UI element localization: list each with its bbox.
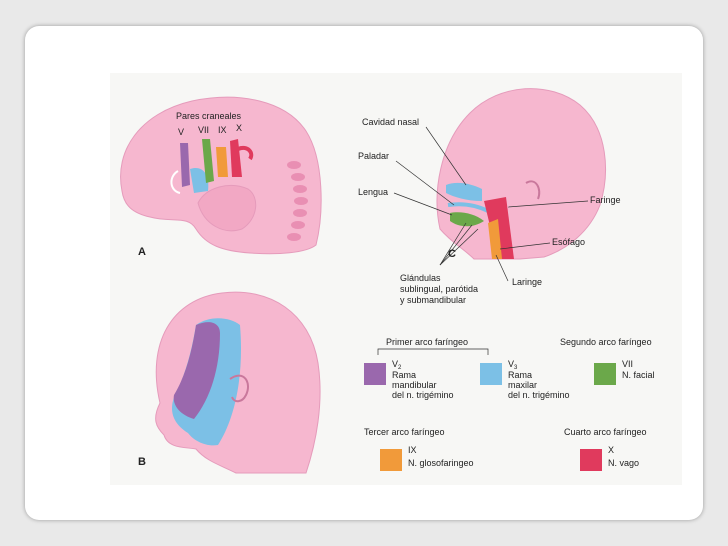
swatch-vii-green [594, 363, 616, 385]
legend: Primer arco faríngeo Segundo arco faríng… [364, 337, 655, 471]
label-glandulas-2: sublingual, parótida [400, 284, 478, 294]
label-faringe: Faringe [590, 195, 621, 205]
nerve-label-v: V [178, 127, 184, 137]
label-laringe: Laringe [512, 277, 542, 287]
legend-first-arch: Primer arco faríngeo [386, 337, 468, 347]
ix-code: IX [408, 445, 417, 455]
legend-second-arch: Segundo arco faríngeo [560, 337, 652, 347]
panel-c-head: Cavidad nasal Paladar Lengua Faringe Esó… [358, 88, 621, 305]
v3-line2: maxilar [508, 380, 537, 390]
pharynx-red [484, 197, 514, 259]
x-code: X [608, 445, 614, 455]
vii-code: VII [622, 359, 633, 369]
ix-line1: N. glosofaringeo [408, 458, 474, 468]
x-line1: N. vago [608, 458, 639, 468]
v2-line1: Rama [392, 370, 416, 380]
nerve-x-branch [237, 146, 254, 161]
head-c-skin [436, 88, 606, 260]
palate [447, 202, 489, 213]
label-glandulas-1: Glándulas [400, 273, 441, 283]
label-paladar: Paladar [358, 151, 389, 161]
arch-blue [190, 167, 209, 193]
embryo-somites [287, 161, 308, 241]
label-lengua: Lengua [358, 187, 388, 197]
panel-b-head: B [138, 291, 321, 474]
v2-code: V2 [392, 359, 402, 371]
label-esofago: Esófago [552, 237, 585, 247]
ear-b [229, 374, 249, 403]
legend-first-arch-bracket [377, 348, 489, 355]
embryo-heart-bulge [197, 185, 257, 232]
label-cavidad-nasal: Cavidad nasal [362, 117, 419, 127]
panel-c-letter: C [448, 248, 456, 260]
v2-region-purple [173, 322, 220, 419]
swatch-v3-blue [480, 363, 502, 385]
v3-code: V3 [508, 359, 518, 371]
nasal-cavity [446, 182, 482, 201]
legend-fourth-arch: Cuarto arco faríngeo [564, 427, 647, 437]
tongue [450, 212, 484, 227]
v3-line3: del n. trigémino [508, 390, 570, 400]
panel-b-letter: B [138, 456, 146, 468]
panel-a-embryo: Pares craneales V VII IX X A [120, 96, 322, 258]
panel-a-letter: A [138, 246, 146, 258]
nerve-label-ix: IX [218, 125, 227, 135]
vii-line1: N. facial [622, 370, 655, 380]
v2-line2: mandibular [392, 380, 437, 390]
nerve-v-branch [170, 170, 181, 194]
ear-c [525, 180, 541, 200]
swatch-ix-orange [380, 449, 402, 471]
swatch-x-red [580, 449, 602, 471]
esophagus-orange [488, 219, 502, 259]
swatch-v2-purple [364, 363, 386, 385]
v2-line3: del n. trigémino [392, 390, 454, 400]
label-glandulas-3: y submandibular [400, 295, 466, 305]
nerve-label-x: X [236, 123, 242, 133]
figure-svg: Pares craneales V VII IX X A B [120, 88, 655, 474]
embryology-figure: Pares craneales V VII IX X A B [110, 73, 682, 485]
panel-c-leaders [393, 126, 589, 282]
v3-line1: Rama [508, 370, 532, 380]
arch-ix-orange [216, 147, 228, 177]
pares-craneales-title: Pares craneales [176, 111, 242, 121]
nerve-label-vii: VII [198, 125, 209, 135]
arch-v-purple [180, 143, 190, 187]
arch-vii-green [202, 139, 214, 183]
legend-third-arch: Tercer arco faríngeo [364, 427, 445, 437]
